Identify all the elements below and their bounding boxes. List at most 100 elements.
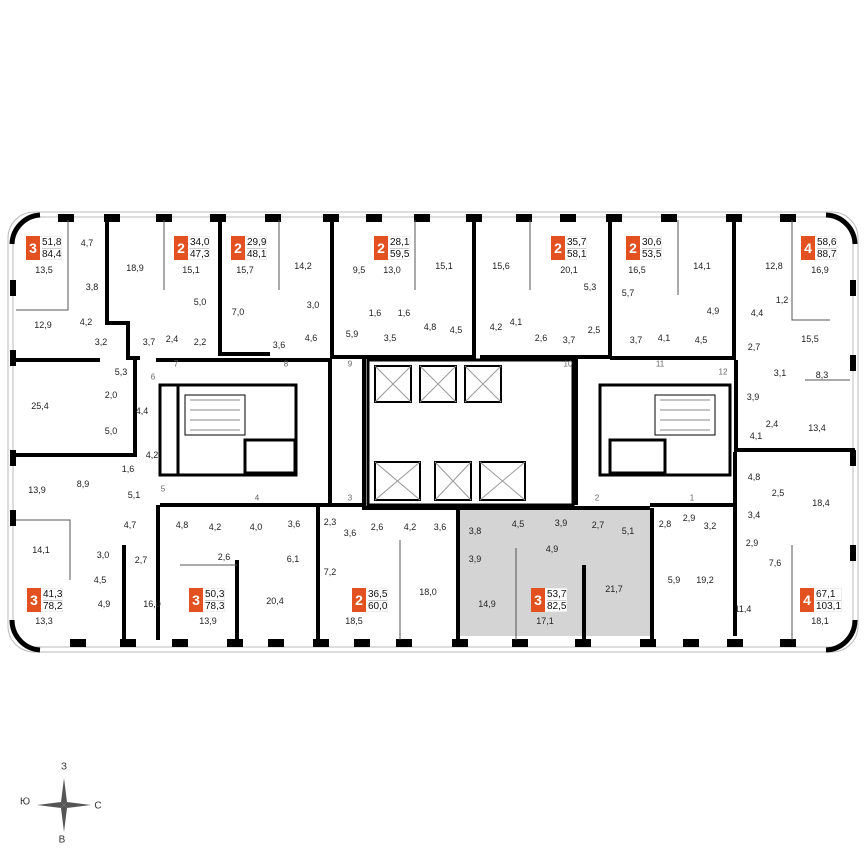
room-count: 2: [174, 236, 188, 260]
room-area-label: 2,9: [682, 513, 696, 523]
room-area-label: 3,1: [773, 368, 787, 378]
room-area-label: 17,1: [536, 616, 554, 626]
room-area-label: 2,6: [217, 552, 231, 562]
entrance-number: 2: [594, 493, 600, 503]
room-area-label: 2,9: [745, 538, 759, 548]
room-area-label: 3,9: [746, 392, 760, 402]
room-area-label: 12,8: [765, 261, 783, 271]
room-area-label: 3,6: [287, 519, 301, 529]
total-area: 82,5: [547, 600, 567, 612]
entrance-number: 8: [283, 359, 289, 369]
room-area-label: 4,9: [545, 544, 559, 554]
room-area-label: 2,0: [104, 390, 118, 400]
room-area-label: 2,8: [658, 519, 672, 529]
living-area: 58,6: [817, 236, 837, 249]
room-area-label: 9,5: [352, 265, 366, 275]
room-area-label: 3,2: [703, 521, 717, 531]
room-area-label: 4,9: [97, 599, 111, 609]
room-area-label: 13,9: [28, 485, 46, 495]
room-area-label: 1,6: [397, 308, 411, 318]
room-area-label: 13,4: [808, 423, 826, 433]
entrance-number: 9: [347, 359, 353, 369]
room-area-label: 4,2: [208, 522, 222, 532]
entrance-number: 5: [160, 484, 166, 494]
room-count: 3: [531, 588, 545, 612]
elevator-core: [366, 358, 575, 507]
total-area: 60,0: [368, 600, 388, 612]
room-area-label: 7,2: [323, 567, 337, 577]
room-area-label: 4,5: [694, 335, 708, 345]
selected-apartment-area[interactable]: [458, 508, 652, 636]
room-count: 2: [551, 236, 565, 260]
room-area-label: 3,6: [343, 528, 357, 538]
room-area-label: 21,7: [605, 584, 623, 594]
room-count: 4: [800, 588, 814, 612]
room-area-label: 2,5: [771, 488, 785, 498]
columns: [10, 214, 856, 647]
living-area: 51,8: [42, 236, 62, 249]
room-area-label: 18,4: [812, 498, 830, 508]
living-area: 28,1: [390, 236, 410, 249]
total-area: 58,1: [567, 248, 587, 260]
room-area-label: 5,3: [114, 367, 128, 377]
room-area-label: 7,0: [231, 307, 245, 317]
room-count: 2: [626, 236, 640, 260]
room-area-label: 5,0: [104, 426, 118, 436]
room-area-label: 4,2: [79, 317, 93, 327]
room-area-label: 16,0: [143, 599, 161, 609]
total-area: 84,4: [42, 248, 62, 260]
room-area-label: 4,0: [249, 522, 263, 532]
room-area-label: 5,7: [621, 288, 635, 298]
compass-rose-icon: [37, 778, 91, 832]
total-area: 47,3: [190, 248, 210, 260]
room-area-label: 5,9: [345, 329, 359, 339]
total-area: 78,2: [43, 600, 63, 612]
room-count: 3: [189, 588, 203, 612]
compass-east-label: С: [94, 800, 102, 812]
room-area-label: 5,1: [127, 490, 141, 500]
room-area-label: 4,5: [449, 325, 463, 335]
room-area-label: 2,6: [370, 522, 384, 532]
room-area-label: 1,6: [368, 308, 382, 318]
room-area-label: 8,3: [815, 370, 829, 380]
room-area-label: 3,6: [272, 340, 286, 350]
entrance-number: 6: [150, 372, 156, 382]
room-area-label: 2,7: [591, 520, 605, 530]
room-area-label: 4,1: [509, 317, 523, 327]
compass-west-label: Ю: [19, 796, 31, 808]
room-area-label: 3,6: [433, 522, 447, 532]
room-area-label: 3,4: [747, 510, 761, 520]
room-area-label: 14,1: [693, 261, 711, 271]
room-area-label: 4,5: [93, 575, 107, 585]
room-area-label: 15,5: [801, 334, 819, 344]
living-area: 53,7: [547, 588, 567, 601]
total-area: 88,7: [817, 248, 837, 260]
room-area-label: 4,8: [747, 472, 761, 482]
total-area: 103,1: [816, 600, 842, 612]
room-area-label: 4,9: [706, 306, 720, 316]
living-area: 30,6: [642, 236, 662, 249]
entrance-number: 10: [563, 359, 573, 369]
room-area-label: 18,0: [419, 587, 437, 597]
room-area-label: 8,9: [76, 479, 90, 489]
entrance-number: 4: [254, 493, 260, 503]
thin-walls: [16, 220, 850, 640]
entrance-number: 7: [173, 359, 179, 369]
room-area-label: 25,4: [31, 401, 49, 411]
room-area-label: 2,5: [587, 325, 601, 335]
room-area-label: 14,1: [32, 545, 50, 555]
room-area-label: 2,3: [323, 517, 337, 527]
living-area: 29,9: [247, 236, 267, 249]
